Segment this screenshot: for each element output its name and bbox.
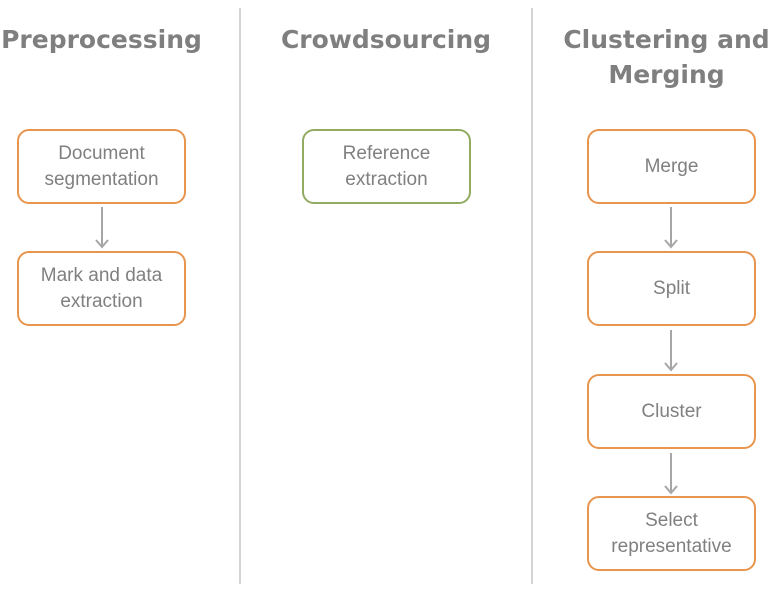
step-label: Mark and data extraction — [40, 264, 163, 312]
column-divider — [239, 8, 241, 584]
step-label: Cluster — [641, 400, 702, 422]
step-box-reference-extraction: Reference extraction — [302, 129, 471, 204]
step-box-merge: Merge — [587, 129, 756, 204]
step-label: Reference extraction — [342, 142, 431, 190]
step-box-cluster: Cluster — [587, 374, 756, 449]
column-heading-clustering-merging: Clustering and Merging — [563, 25, 770, 89]
arrow-down-icon — [664, 330, 678, 372]
step-box-split: Split — [587, 251, 756, 326]
arrow-down-icon — [664, 453, 678, 495]
step-box-document-segmentation: Document segmentation — [17, 129, 186, 204]
column-heading-preprocessing: Preprocessing — [1, 25, 202, 54]
step-label: Merge — [644, 155, 699, 177]
step-label: Select representative — [611, 509, 732, 557]
step-label: Document segmentation — [44, 142, 159, 190]
step-label: Split — [653, 277, 690, 299]
column-divider — [531, 8, 533, 584]
step-box-mark-and-data-extraction: Mark and data extraction — [17, 251, 186, 326]
arrow-down-icon — [95, 207, 109, 249]
arrow-down-icon — [664, 207, 678, 249]
column-heading-crowdsourcing: Crowdsourcing — [280, 25, 492, 54]
step-box-select-representative: Select representative — [587, 496, 756, 571]
